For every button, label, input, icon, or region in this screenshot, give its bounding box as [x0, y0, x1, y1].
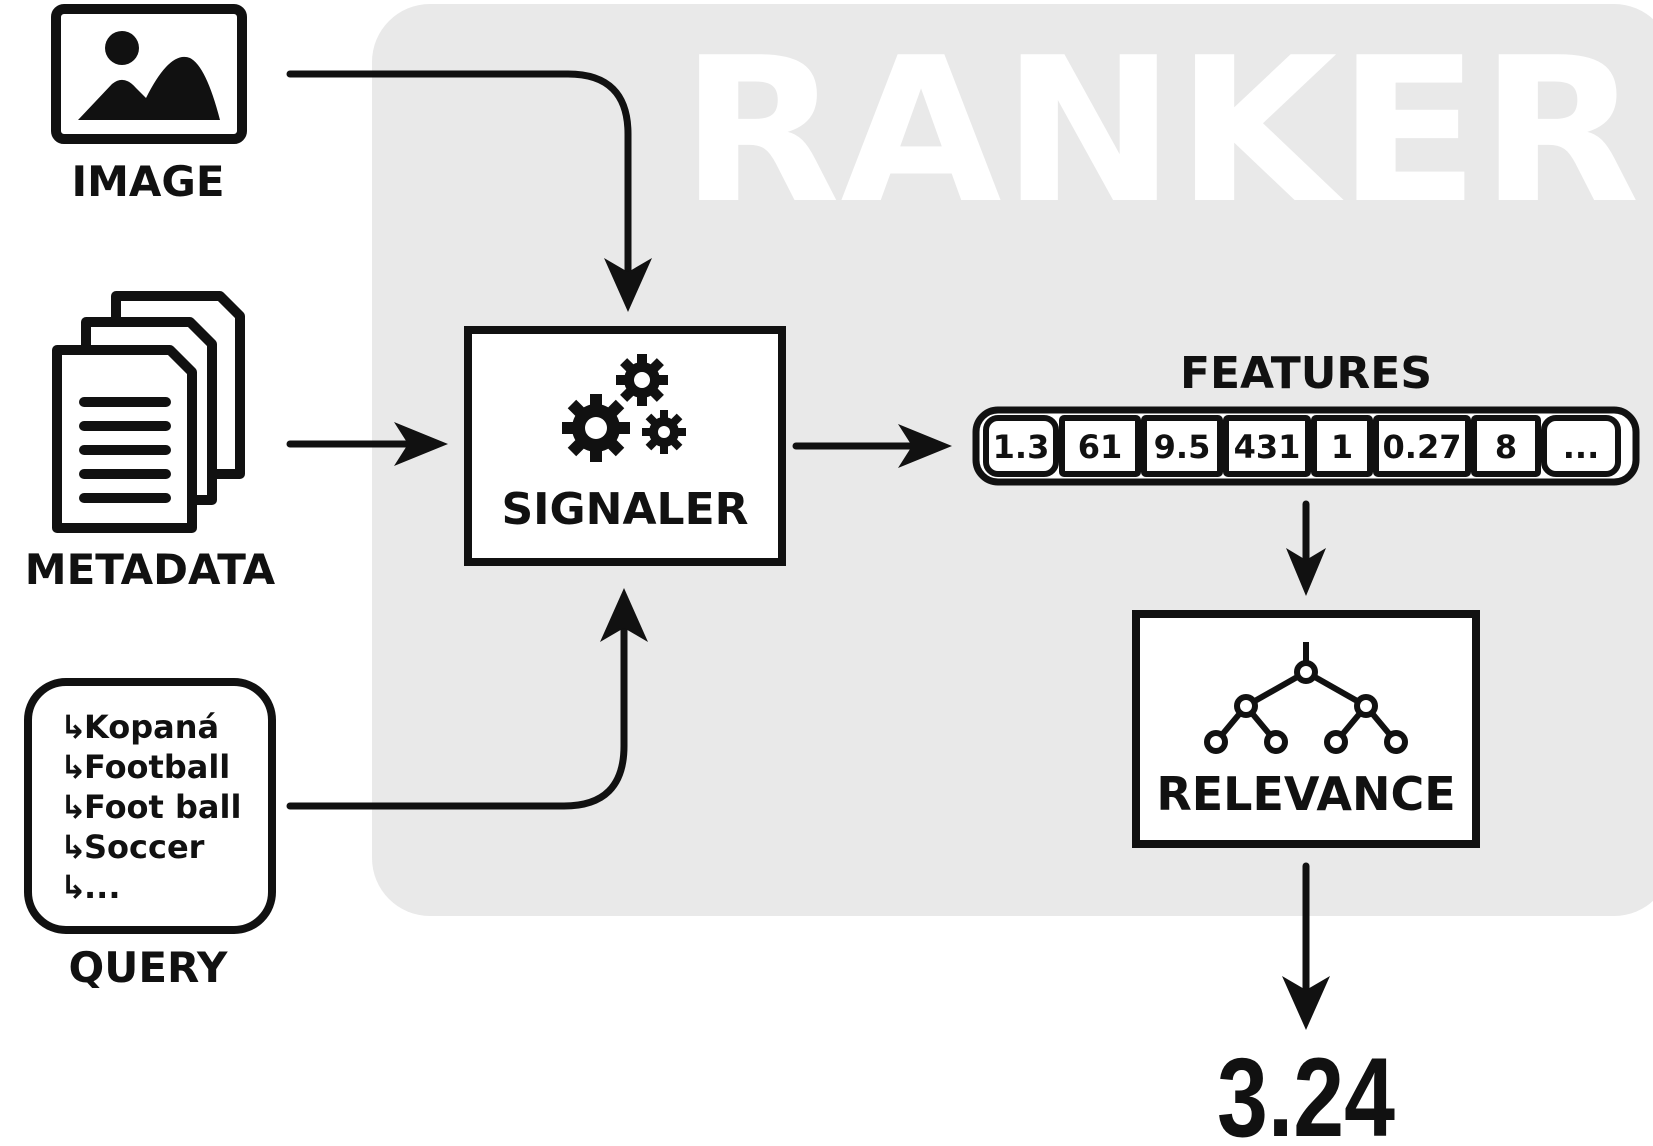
query-item: Soccer [84, 828, 205, 866]
feature-cell [1373, 415, 1471, 477]
feature-value: 0.27 [1383, 428, 1462, 466]
feature-cell [1141, 415, 1223, 477]
feature-value: 1 [1331, 428, 1353, 466]
feature-cell [983, 415, 1059, 477]
gears-icon [562, 354, 686, 462]
feature-value: 431 [1234, 428, 1301, 466]
feature-cell [1311, 415, 1373, 477]
query-item: ... [84, 868, 120, 906]
feature-cell [1471, 415, 1541, 477]
relevance-label: RELEVANCE [1156, 767, 1455, 821]
feature-cells: 1.3 61 9.5 431 1 0.27 8... [983, 415, 1621, 477]
metadata-label: METADATA [25, 545, 276, 594]
features-label: FEATURES [1180, 348, 1432, 399]
arrowheads [394, 258, 1330, 1030]
feature-value: 9.5 [1154, 428, 1211, 466]
image-to-signaler-arrow [286, 70, 632, 294]
query-bullet: ↳ [60, 828, 87, 866]
query-item: Foot ball [84, 788, 241, 826]
query-bullet: ↳ [60, 868, 87, 906]
feature-cell [1223, 415, 1311, 477]
feature-value: 61 [1078, 428, 1123, 466]
query-bullet: ↳ [60, 748, 87, 786]
query-bullet: ↳ [60, 788, 87, 826]
query-item: Football [84, 748, 230, 786]
query-bullet: ↳ [60, 708, 87, 746]
output-score: 3.24 [1217, 1035, 1395, 1146]
feature-value: ... [1563, 428, 1599, 466]
signaler-label: SIGNALER [501, 484, 748, 535]
image-icon [51, 4, 247, 144]
query-box [24, 678, 276, 934]
query-item: Kopaná [84, 708, 219, 746]
ranker-title: RANKER [680, 15, 1640, 248]
query-list: ↳ Kopaná ↳ Football ↳ Foot ball ↳ Soccer… [60, 708, 241, 906]
decision-tree-icon [1204, 642, 1408, 754]
documents-icon [52, 291, 245, 533]
feature-value: 8 [1495, 428, 1517, 466]
image-label: IMAGE [71, 157, 224, 206]
query-to-signaler-arrow [286, 606, 628, 810]
query-label: QUERY [69, 943, 229, 992]
feature-value: 1.3 [993, 428, 1050, 466]
feature-cell [1059, 415, 1141, 477]
feature-cell [1541, 415, 1621, 477]
